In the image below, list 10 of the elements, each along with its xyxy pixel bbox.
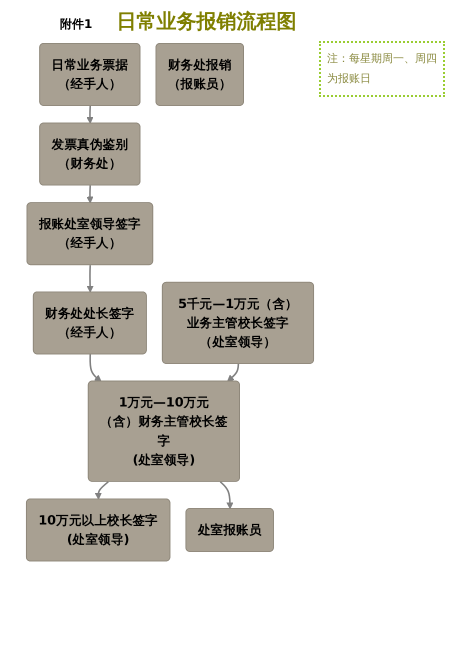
arrow	[86, 265, 94, 293]
attachment-label: 附件1	[60, 16, 92, 33]
title: 日常业务报销流程图	[116, 8, 296, 35]
arrow	[86, 185, 94, 204]
arrow	[220, 481, 234, 510]
arrow	[94, 481, 109, 500]
arrow	[89, 354, 102, 382]
arrow	[86, 106, 94, 124]
note-box: 注：每星期周一、周四为报账日	[319, 41, 445, 97]
arrow	[227, 364, 240, 382]
